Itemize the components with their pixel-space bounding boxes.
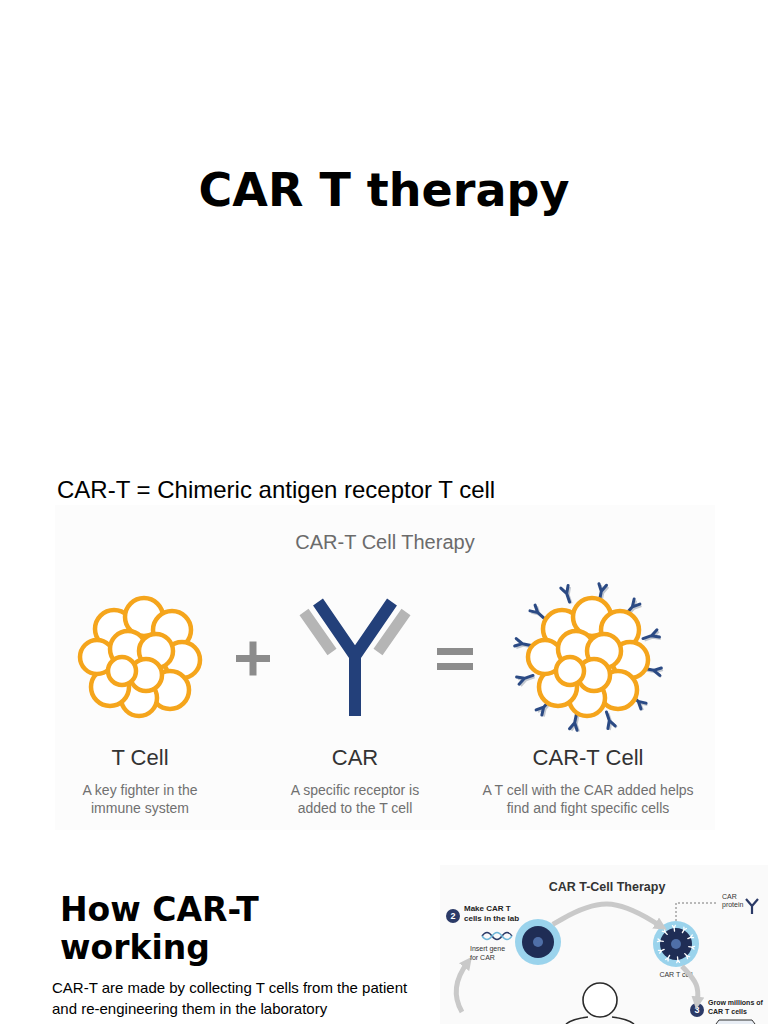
car-receptor <box>643 630 659 639</box>
cell-nucleus <box>533 937 543 947</box>
car-receptor <box>685 954 690 959</box>
car-receptor <box>662 929 667 934</box>
step-text: Make CAR T cells in the lab <box>464 904 526 924</box>
patient-body <box>566 1017 634 1024</box>
node-outline <box>515 919 561 965</box>
patient-head <box>583 983 617 1017</box>
step-text: Grow millions of CAR T cells <box>708 998 766 1016</box>
figure-description: A key fighter in the immune system <box>70 781 210 817</box>
cycle-arrow <box>456 962 468 1012</box>
cell-core <box>660 928 692 960</box>
car-receptor <box>517 675 533 684</box>
figure-description: A T cell with the CAR added helps find a… <box>480 781 696 817</box>
car-t-cell-circle: CAR T cell <box>653 921 699 967</box>
car-receptor <box>682 927 686 933</box>
receptor-ring <box>657 925 694 962</box>
car-receptor <box>606 712 615 728</box>
step-badge: 3Grow millions of CAR T cells <box>690 1003 704 1017</box>
cell-nucleus <box>671 939 681 949</box>
culture-bag <box>716 1020 755 1024</box>
cell-core <box>522 926 554 958</box>
dna-icon <box>482 933 512 940</box>
car-receptor <box>570 714 578 730</box>
body-text: CAR-T are made by collecting T cells fro… <box>52 977 424 1019</box>
figure-title: T Cell <box>70 745 210 771</box>
figure-heading: CAR T-Cell Therapy <box>536 880 678 895</box>
car-receptor <box>689 946 695 949</box>
step-number: 3 <box>690 1003 704 1017</box>
receptor-ring <box>515 584 663 732</box>
car-receptor <box>530 605 545 618</box>
node-outline <box>480 590 696 740</box>
car-t-cell-figure: CAR-T Cell A T cell with the CAR added he… <box>480 590 696 825</box>
dna-icon <box>482 933 512 940</box>
equals-sign <box>437 648 473 655</box>
car-receptor <box>657 939 663 942</box>
cell-cluster <box>528 598 648 716</box>
cell-ring <box>653 921 699 967</box>
leader-line <box>676 903 718 921</box>
step-number: 2 <box>446 909 460 923</box>
badge-circle <box>446 909 460 923</box>
cell-caption: CAR T cell <box>641 970 711 979</box>
receptor-heavy-chain <box>318 602 392 716</box>
cell-cluster <box>80 598 200 716</box>
callout-label: CAR protein <box>722 893 752 909</box>
figure-panel <box>440 865 768 1024</box>
node-outline <box>70 590 210 740</box>
slide-title: CAR T therapy <box>0 162 768 218</box>
cell-ring <box>515 919 561 965</box>
section-heading: How CAR-T working <box>60 891 300 967</box>
equals-sign <box>437 663 473 670</box>
car-receptor-figure: CAR A specific receptor is added to the T… <box>280 590 430 825</box>
car-receptor <box>688 935 694 939</box>
t-cell-figure: T Cell A key fighter in the immune system <box>70 590 210 825</box>
car-receptor <box>561 586 570 602</box>
car-receptor <box>672 925 675 931</box>
plus-sign <box>250 642 257 676</box>
figure-description: A specific receptor is added to the T ce… <box>280 781 430 817</box>
receptor-icon <box>746 899 758 914</box>
cell-lobe <box>556 657 584 685</box>
car-receptor <box>515 639 531 647</box>
node-outline <box>280 590 430 740</box>
car-receptor <box>666 955 670 961</box>
cell-lobe <box>108 657 136 685</box>
car-receptor <box>677 957 680 963</box>
figure-title: CAR <box>280 745 430 771</box>
figure-heading: CAR-T Cell Therapy <box>55 530 715 554</box>
figure-title: CAR-T Cell <box>480 745 696 771</box>
node-outline <box>653 921 699 967</box>
step-badge: 2Make CAR T cells in the lab <box>446 909 460 923</box>
figure-panel <box>55 505 715 830</box>
process-arrow <box>553 904 661 926</box>
lab-cell-circle: Insert gene for CAR <box>515 919 561 965</box>
definition-line: CAR-T = Chimeric antigen receptor T cell <box>57 476 737 504</box>
cell-caption: Insert gene for CAR <box>470 944 510 962</box>
car-receptor <box>658 949 664 953</box>
badge-circle <box>690 1003 704 1017</box>
